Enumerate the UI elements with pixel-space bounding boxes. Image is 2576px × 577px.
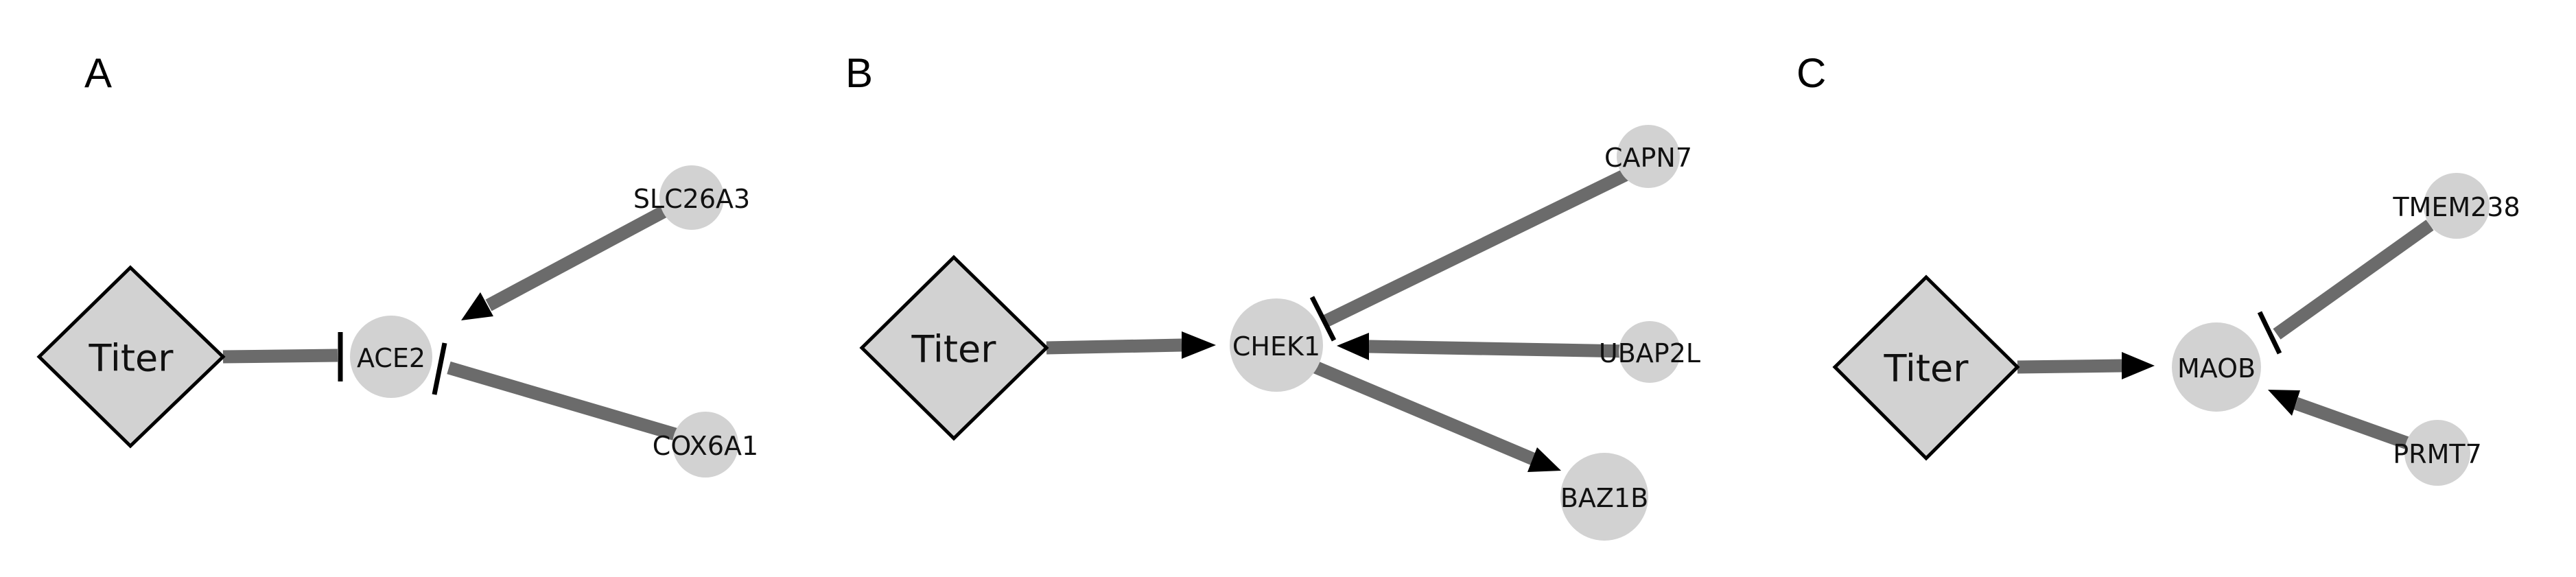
arrowhead-ubap2l-chek1: [1337, 333, 1369, 360]
gene-node-baz1b: BAZ1B: [1560, 453, 1648, 541]
edge-slc26a3-ace2: [485, 205, 668, 311]
panel-a: A Titer ACE2 SLC26A3 COX6A1: [36, 50, 758, 478]
gene-label-maob: MAOB: [2177, 353, 2256, 384]
node-circle: [1617, 125, 1680, 188]
edge-capn7-chek1: [1322, 163, 1640, 327]
edge-prmt7-maob: [2293, 397, 2418, 452]
gene-label-baz1b: BAZ1B: [1560, 483, 1648, 513]
gene-label-cox6a1: COX6A1: [653, 431, 758, 461]
edge-titer-ace2: [222, 349, 338, 364]
node-circle: [659, 165, 724, 230]
panel-letter-c: C: [1796, 50, 1826, 96]
gene-node-ubap2l: UBAP2L: [1599, 321, 1700, 383]
gene-node-maob: MAOB: [2172, 322, 2261, 412]
node-circle: [1230, 298, 1323, 392]
gene-label-slc26a3: SLC26A3: [633, 184, 750, 214]
edge-tmem238-maob: [2273, 220, 2434, 340]
panel-c: C Titer MAOB TMEM238 PRMT7: [1796, 50, 2520, 486]
gene-node-slc26a3: SLC26A3: [633, 165, 750, 230]
titer-label: Titer: [911, 328, 997, 371]
gene-node-capn7: CAPN7: [1604, 125, 1692, 188]
titer-diamond: [859, 255, 1049, 441]
gene-node-prmt7: PRMT7: [2393, 420, 2482, 486]
titer-label: Titer: [89, 337, 174, 380]
panel-letter-a: A: [84, 50, 112, 96]
panel-b: B Titer CHEK1 CAPN7 UBAP2L BAZ1B: [845, 50, 1700, 541]
gene-label-ubap2l: UBAP2L: [1599, 338, 1700, 368]
titer-node-a: Titer: [36, 265, 226, 449]
arrowhead-titer-chek1: [1182, 331, 1216, 359]
edge-titer-maob: [2017, 359, 2122, 374]
arrowhead-prmt7-maob: [2268, 390, 2300, 416]
inhibition-bar-cox6a1-ace2: [432, 342, 447, 395]
arrowhead-slc26a3-ace2: [461, 292, 493, 320]
edge-chek1-baz1b: [1304, 357, 1536, 465]
node-circle: [350, 316, 432, 398]
panel-letter-b: B: [845, 50, 873, 96]
arrowhead-titer-maob: [2122, 352, 2155, 379]
gene-label-ace2: ACE2: [357, 343, 425, 373]
node-circle: [2404, 420, 2470, 486]
node-circle: [1560, 453, 1648, 541]
gene-node-tmem238: TMEM238: [2392, 173, 2520, 239]
node-circle: [2424, 173, 2490, 239]
titer-node-c: Titer: [1832, 274, 2020, 461]
gene-label-chek1: CHEK1: [1232, 331, 1320, 362]
gene-node-cox6a1: COX6A1: [653, 412, 758, 478]
edge-cox6a1-ace2: [447, 361, 694, 446]
gene-label-tmem238: TMEM238: [2392, 192, 2520, 222]
node-circle: [1619, 321, 1681, 383]
edge-titer-chek1: [1046, 338, 1182, 355]
gene-label-prmt7: PRMT7: [2393, 439, 2482, 469]
arrowhead-chek1-baz1b: [1527, 447, 1561, 472]
node-circle: [672, 412, 738, 478]
gene-node-ace2: ACE2: [350, 316, 432, 398]
titer-label: Titer: [1884, 347, 1969, 390]
inhibition-bar-capn7-chek1: [1309, 296, 1337, 342]
inhibition-bar-tmem238-maob: [2257, 311, 2282, 355]
gene-label-capn7: CAPN7: [1604, 143, 1692, 173]
node-circle: [2172, 322, 2261, 412]
edge-ubap2l-chek1: [1368, 340, 1628, 358]
titer-diamond: [1832, 274, 2020, 461]
titer-diamond: [36, 265, 226, 449]
titer-node-b: Titer: [859, 255, 1049, 441]
gene-node-chek1: CHEK1: [1230, 298, 1323, 392]
